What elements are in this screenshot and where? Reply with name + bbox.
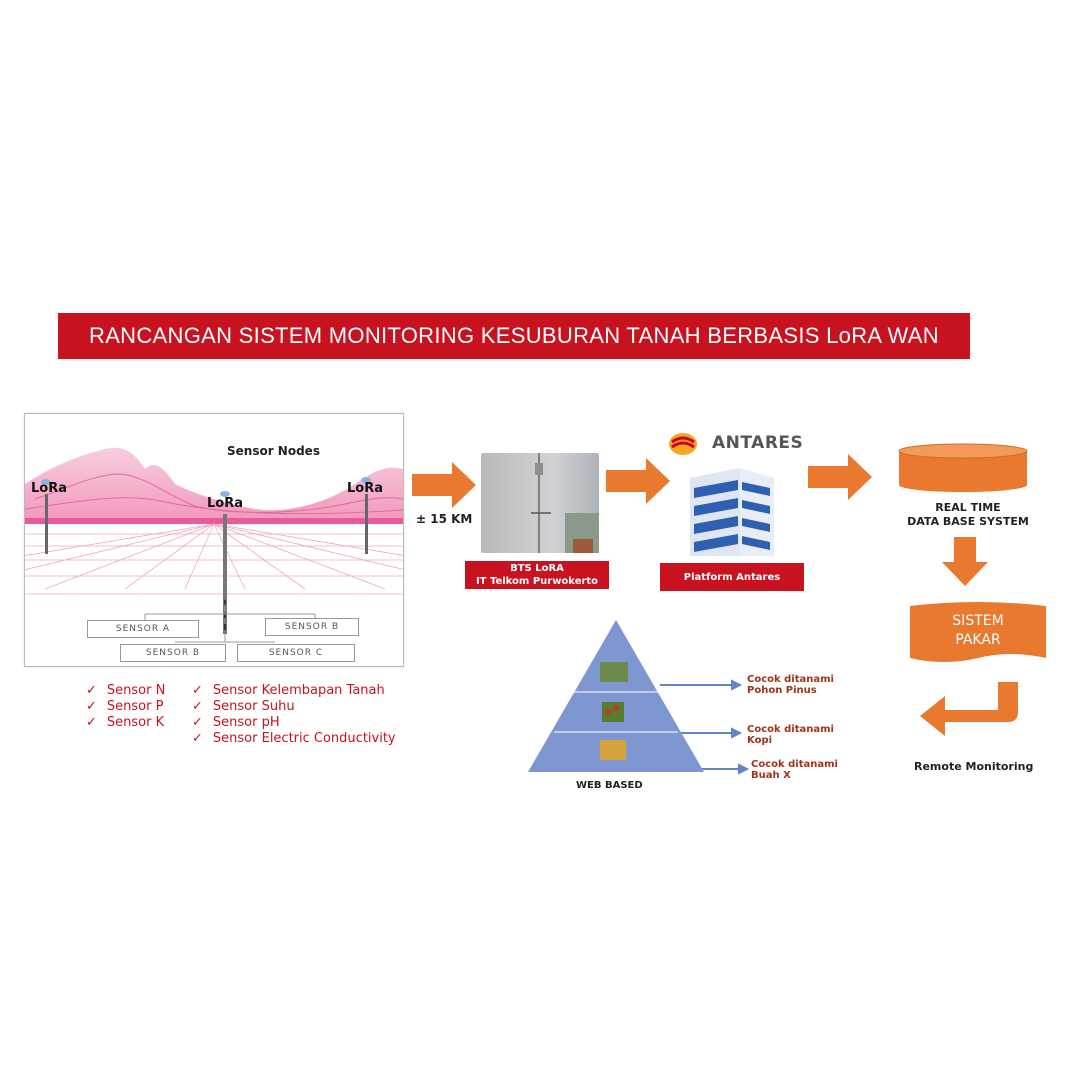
bts-tower-photo: [481, 453, 599, 553]
arrow-right-icon: [412, 462, 476, 508]
expert-system-shape: [910, 602, 1046, 666]
antenna-icon: [531, 453, 599, 553]
lora-node-center: LoRa: [207, 496, 243, 511]
check-icon: ✓: [86, 683, 97, 698]
building-icon: [690, 468, 774, 556]
check-icon: ✓: [192, 683, 203, 698]
diagram-title: RANCANGAN SISTEM MONITORING KESUBURAN TA…: [58, 313, 970, 359]
sensor-nodes-panel: Sensor Nodes LoRa LoRa LoRa SENSOR A SEN…: [24, 413, 404, 667]
checklist-item: ✓Sensor Electric Conductivity: [192, 731, 396, 746]
checklist-item: ✓Sensor pH: [192, 715, 280, 730]
antares-logo-icon: [668, 432, 698, 456]
remote-monitoring-label: Remote Monitoring: [914, 760, 1034, 773]
database-icon: [896, 443, 1030, 493]
check-icon: ✓: [192, 699, 203, 714]
sensor-box: SENSOR B: [265, 618, 359, 636]
checklist-item: ✓Sensor Suhu: [192, 699, 295, 714]
check-icon: ✓: [192, 715, 203, 730]
antares-title: ANTARES: [712, 433, 804, 453]
lora-node-right: LoRa: [347, 481, 383, 496]
lora-node-left: LoRa: [31, 481, 67, 496]
fruit-thumbnail: [600, 740, 626, 760]
sensor-box: SENSOR C: [237, 644, 355, 662]
sensor-nodes-heading: Sensor Nodes: [227, 444, 320, 458]
sensor-box: SENSOR B: [120, 644, 226, 662]
pine-tree-thumbnail: [600, 662, 628, 682]
sensor-checklist-2: ✓Sensor Kelembapan Tanah ✓Sensor Suhu ✓S…: [192, 683, 396, 747]
crop-label: Cocok ditanami Pohon Pinus: [747, 674, 834, 696]
checklist-item: ✓Sensor K: [86, 715, 165, 730]
curved-arrow-icon: [920, 682, 1018, 736]
web-based-pyramid: [528, 620, 704, 772]
web-based-label: WEB BASED: [576, 780, 643, 791]
checklist-item: ✓Sensor Kelembapan Tanah: [192, 683, 385, 698]
distance-label: ± 15 KM: [416, 512, 473, 526]
arrow-right-icon: [606, 458, 670, 504]
sensor-box: SENSOR A: [87, 620, 199, 638]
crop-label: Cocok ditanami Kopi: [747, 724, 834, 746]
bts-label: BTS LoRA IT Telkom Purwokerto: [465, 561, 609, 589]
platform-antares-label: Platform Antares: [660, 563, 804, 591]
check-icon: ✓: [86, 715, 97, 730]
checklist-item: ✓Sensor P: [86, 699, 164, 714]
checklist-item: ✓Sensor N: [86, 683, 166, 698]
crop-label: Cocok ditanami Buah X: [751, 759, 838, 781]
expert-system-label: SISTEM PAKAR: [952, 613, 1004, 648]
arrow-right-icon: [808, 454, 872, 500]
arrow-down-icon: [942, 537, 988, 586]
check-icon: ✓: [86, 699, 97, 714]
database-label: REAL TIME DATA BASE SYSTEM: [907, 501, 1029, 528]
check-icon: ✓: [192, 731, 203, 746]
terrain-illustration: [25, 447, 403, 643]
sensor-checklist-1: ✓Sensor N ✓Sensor P ✓Sensor K: [86, 683, 165, 731]
